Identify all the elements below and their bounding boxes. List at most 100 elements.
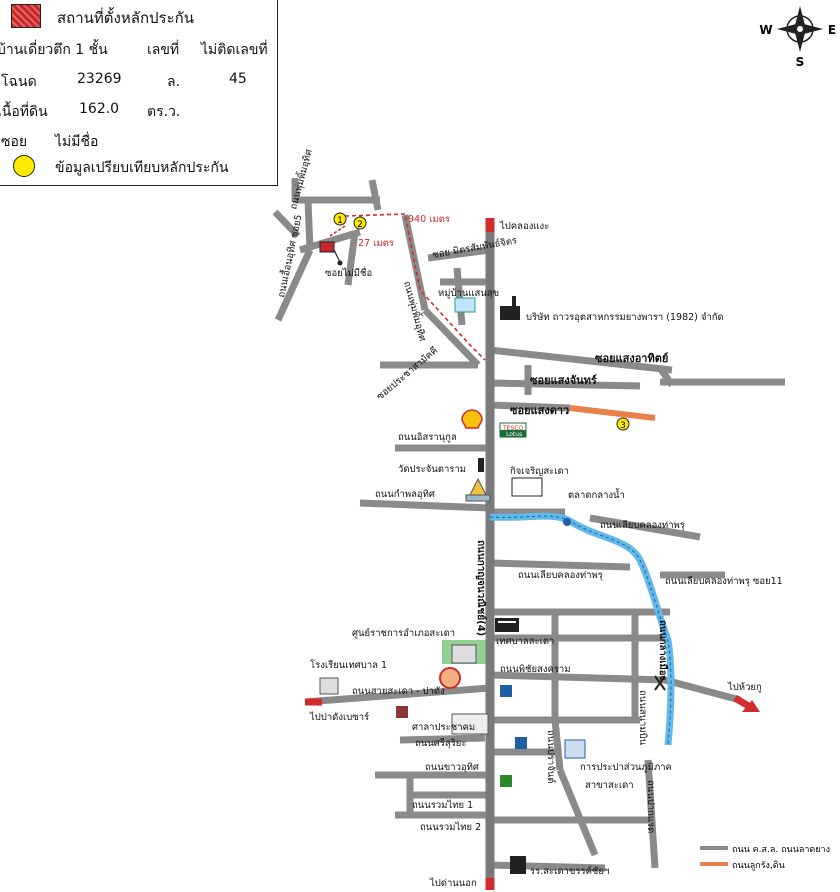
label-road-srisuriya: ถนนศรีสุริยะ <box>415 737 466 749</box>
label-road-along-canal-soi11: ถนนเลียบคลองท่าพรุ ซอย11 <box>665 575 783 587</box>
hall-icon <box>396 706 408 718</box>
legend-row4-col1: ไม่มีชื่อ <box>55 134 99 150</box>
marker-2-label: 2 <box>357 220 363 230</box>
legend-row1-label: บ้านเดี่ยวตึก 1 ชั้น <box>0 42 108 58</box>
label-road-kamphon: ถนนกำพลอุทิศ <box>375 489 435 500</box>
road <box>644 759 659 869</box>
label-road-isaranukul: ถนนอิสรานุกูล <box>398 432 457 443</box>
signal-icon <box>478 458 484 472</box>
legend-dirt-label: ถนนลูกรัง,ดิน <box>732 860 785 871</box>
label-road-ruam-thai-1: ถนนรวมไทย 1 <box>412 799 473 811</box>
label-road-v-center: ถนนปราจันต์ <box>545 730 557 783</box>
legend-row1-col3: ไม่ติดเลขที่ <box>201 42 268 58</box>
road <box>489 559 631 571</box>
road <box>453 267 466 326</box>
collateral-pin-icon <box>337 260 343 266</box>
road <box>298 228 362 254</box>
label-road-khao-uthit: ถนนขาวอุทิศ <box>425 762 479 773</box>
label-to-khlong-hae: ไปคลองแงะ <box>499 220 549 232</box>
road-network <box>272 178 785 872</box>
school-icon <box>319 677 339 695</box>
road <box>489 346 673 374</box>
road <box>399 734 486 744</box>
label-road-saiyai: ถนนสายสะเดา - ปาดัง <box>352 686 445 697</box>
road <box>589 514 701 541</box>
bridge-icon <box>654 675 666 691</box>
comparable-swatch-icon <box>13 155 35 177</box>
marker-1-label: 1 <box>337 216 343 226</box>
legend-row2-label: โฉนด <box>1 74 37 90</box>
road <box>304 199 314 251</box>
marker-3-label: 3 <box>620 421 626 431</box>
collateral-swatch-icon <box>11 4 41 28</box>
legend-row1-col2: เลขที่ <box>147 42 180 58</box>
label-soi-mittra: ซอย มิตรสัมพันธ์จิตร <box>431 234 518 261</box>
label-water-branch: สาขาสะเดา <box>585 780 634 791</box>
label-municipality: เทศบาลสะเดา <box>496 636 554 647</box>
label-school-sadao: รร.สะเดาขรรค์ชัยฯ <box>530 865 609 877</box>
temple-icon <box>465 477 491 502</box>
label-soi-prachasamakkhi: ซอยประชาสามัคคี <box>374 344 440 402</box>
road <box>272 209 301 239</box>
seven-eleven-icon <box>500 775 512 787</box>
label-floating-market: ตลาดกลางน้ำ <box>568 488 625 501</box>
label-road-along-canal: ถนนเลียบคลองท่าพรุ <box>600 519 685 531</box>
legend-row2-col1: 23269 <box>77 71 122 87</box>
comparable-marker-3[interactable] <box>616 417 630 431</box>
label-community-hall: ศาลาประชาคม <box>412 722 475 733</box>
school-sadao-icon <box>510 856 526 874</box>
legend-row3-col1: 162.0 <box>79 101 120 117</box>
route-940m <box>344 213 486 361</box>
comparable-marker-1[interactable] <box>333 212 347 226</box>
road <box>664 676 741 704</box>
shell-station-icon <box>461 409 483 429</box>
lotus-bar <box>500 430 526 437</box>
road <box>359 499 491 512</box>
legend-marker-label: สถานที่ตั้งหลักประกัน <box>57 9 194 27</box>
bank-icon <box>500 685 512 697</box>
label-school-muni: โรงเรียนเทศบาล 1 <box>310 659 387 671</box>
road <box>344 231 359 286</box>
road <box>368 179 382 211</box>
label-lotus: Lotus <box>506 431 522 438</box>
bank-icon-2 <box>515 737 527 749</box>
road <box>489 379 641 390</box>
route-27m <box>329 225 346 237</box>
road <box>489 671 666 684</box>
label-village: หมู่บ้านแสนสุข <box>438 288 499 299</box>
legend-row3-col2: ตร.ว. <box>147 104 181 120</box>
legend-paved-label: ถนน ค.ส.ล. ถนนลาดยาง <box>732 845 830 855</box>
legend-row3-label: เนื้อที่ดิน <box>0 104 48 120</box>
road <box>427 246 491 262</box>
label-main-road: ถนนกาญจนวณิชย์(4) <box>475 540 487 636</box>
gov-center-icon <box>442 640 486 664</box>
road <box>556 768 599 857</box>
road <box>304 684 491 706</box>
road <box>551 719 564 771</box>
label-wat: วัดประจันตาราม <box>398 464 466 475</box>
label-road-phichit: ถนนพิชัยสงคราม <box>500 664 571 675</box>
floating-market-icon <box>563 518 571 526</box>
arrow-head-icon <box>742 700 760 712</box>
distance-940: 940 เมตร <box>408 214 450 225</box>
road <box>489 401 571 412</box>
label-to-padang: ไปปาดังเบซาร์ <box>309 711 369 723</box>
label-soi-unnamed: ซอยไม่มีชื่อ <box>325 266 372 279</box>
village-icon <box>454 297 476 313</box>
comparable-marker-2[interactable] <box>353 216 367 230</box>
collateral-pin-line <box>333 249 341 263</box>
label-road-ruam-thai-2: ถนนรวมไทย 2 <box>420 821 481 833</box>
water-works-icon <box>564 739 586 759</box>
road <box>422 307 481 368</box>
roundabout-icon <box>439 667 461 689</box>
kit-charoen-box <box>511 477 543 497</box>
factory-icon <box>500 296 520 320</box>
legend-comparable-label: ข้อมูลเปรียบเทียบหลักประกัน <box>55 160 229 176</box>
compass-east: E <box>828 23 836 37</box>
label-road-along-canal-2: ถนนเลียบคลองท่าพรุ <box>518 569 603 581</box>
label-soi-saeng-chan: ซอยแสงจันทร์ <box>530 374 597 387</box>
distance-27: 27 เมตร <box>358 238 394 249</box>
label-soi-saeng-athit: ซอยแสงอาทิตย์ <box>595 352 668 365</box>
label-road-v-right-2: ถนนสนามบิน <box>637 690 648 746</box>
